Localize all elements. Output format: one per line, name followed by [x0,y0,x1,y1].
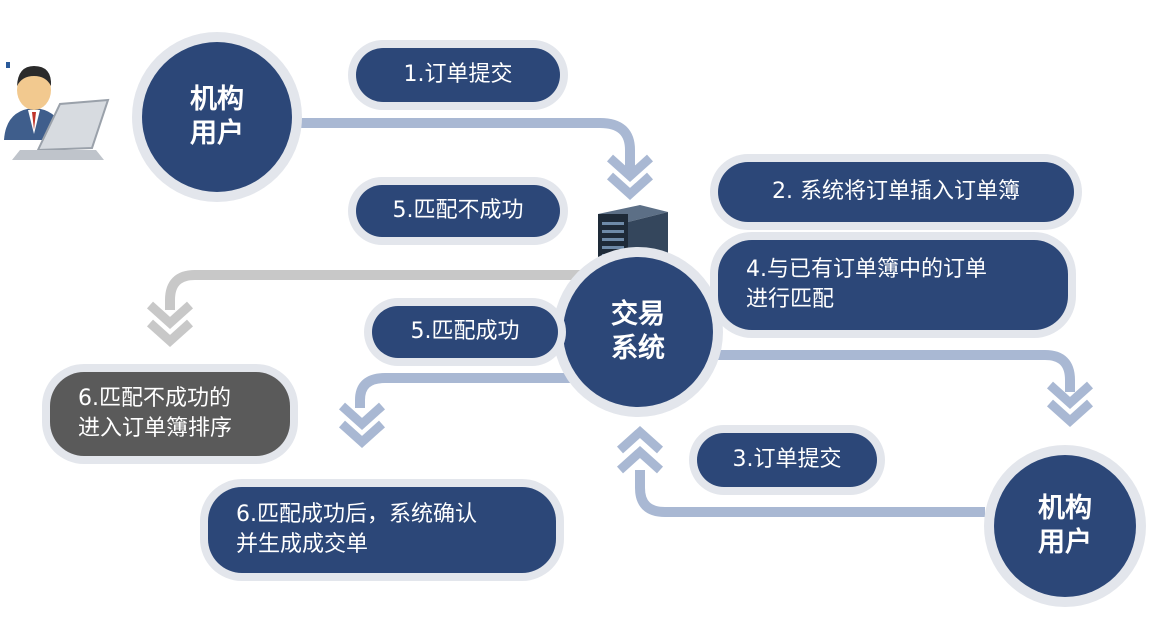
connector-submit-bottom [635,470,985,517]
label-insert-orderbook: 2. 系统将订单插入订单簿 [718,162,1074,222]
label-submit-bottom: 3.订单提交 [697,433,877,487]
label-text-line2: 并生成成交单 [236,532,369,557]
label-text: 2. 系统将订单插入订单簿 [772,179,1020,204]
label-text-line1: 6.匹配不成功的 [78,386,231,411]
label-match-orderbook: 4.与已有订单簿中的订单 进行匹配 [718,240,1068,330]
node-label-line2: 系统 [611,333,665,364]
node-label-line1: 机构 [190,84,244,115]
connector-fail [165,270,580,310]
connector-submit-top [300,118,635,170]
label-text-line2: 进行匹配 [746,287,835,312]
node-label-line2: 用户 [1038,527,1092,558]
label-text: 1.订单提交 [403,62,513,87]
label-match-fail: 5.匹配不成功 [356,185,560,237]
chevron-down-icon [146,301,194,348]
label-text-line1: 6.匹配成功后，系统确认 [236,502,477,527]
label-text: 3.订单提交 [732,447,842,472]
label-text-line2: 进入订单簿排序 [78,416,233,441]
node-label-line2: 用户 [190,118,244,149]
server-icon [598,205,668,266]
label-text-line1: 4.与已有订单簿中的订单 [746,257,987,282]
node-institution-user-bottom: 机构 用户 [994,455,1136,597]
chevron-down-icon [338,402,386,449]
node-institution-user-top: 机构 用户 [142,42,292,192]
label-text: 5.匹配不成功 [392,198,524,223]
chevron-up-icon [616,425,664,474]
node-trading-system: 交易 系统 [563,257,713,407]
connector-success [355,373,580,408]
node-label-line1: 机构 [1038,493,1092,524]
node-label-line1: 交易 [611,299,665,330]
chevron-down-icon [1046,381,1094,428]
result-fail-orderbook: 6.匹配不成功的 进入订单簿排序 [50,372,290,456]
chevron-down-icon [606,154,654,201]
user-computer-icon [4,62,110,160]
result-success-confirm: 6.匹配成功后，系统确认 并生成成交单 [208,487,556,573]
label-match-success: 5.匹配成功 [372,306,558,358]
label-submit-top: 1.订单提交 [356,48,560,102]
connector-to-bottom-user [705,350,1075,392]
label-text: 5.匹配成功 [410,319,520,344]
